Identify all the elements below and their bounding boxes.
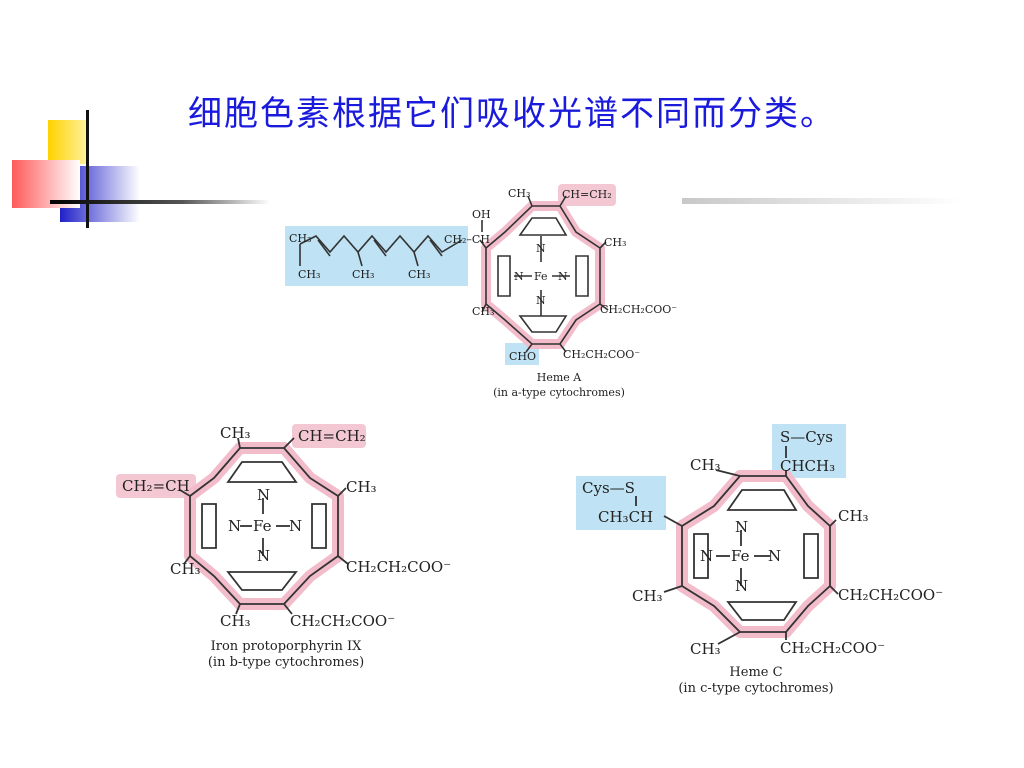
heme-c-ch3-top: CH₃ xyxy=(690,456,721,474)
iron-pp-vinyl-top-highlight xyxy=(292,424,366,448)
heme-c-propionate-1: CH₂CH₂COO⁻ xyxy=(838,586,943,604)
iron-protoporphyrin-structure: CH₃ CH=CH₂ CH₂=CH CH₃ CH₃ CH₂CH₂COO⁻ CH₃… xyxy=(116,424,451,670)
heme-a-vinyl-highlight xyxy=(558,184,616,206)
heme-c-n-left: N xyxy=(700,547,713,565)
heme-c-propionate-2: CH₂CH₂COO⁻ xyxy=(780,639,885,657)
heme-c-n-bottom: N xyxy=(735,577,748,595)
heme-a-propionate-2: CH₂CH₂COO⁻ xyxy=(563,348,640,361)
heme-a-oh: OH xyxy=(472,208,491,221)
heme-a-vinyl: CH=CH₂ xyxy=(562,188,612,201)
iron-pp-vinyl-left: CH₂=CH xyxy=(122,477,190,495)
iron-pp-propionate-2: CH₂CH₂COO⁻ xyxy=(290,612,395,630)
iron-pp-propionate-1: CH₂CH₂COO⁻ xyxy=(346,558,451,576)
heme-a-tail-ch3-c: CH₃ xyxy=(352,268,374,281)
heme-c-thioether-top-highlight xyxy=(772,424,846,478)
heme-a-n-right: N xyxy=(558,270,568,283)
iron-pp-n-bottom: N xyxy=(257,547,270,565)
heme-a-tail-ch3-b: CH₃ xyxy=(298,268,320,281)
iron-pp-n-top: N xyxy=(257,486,270,504)
slide-corner-decoration xyxy=(12,110,270,228)
heme-c-n-right: N xyxy=(768,547,781,565)
heme-c-structure: S—Cys CHCH₃ Cys—S CH₃CH CH₃ CH₃ CH₃ CH₂C… xyxy=(576,424,943,696)
iron-pp-n-right: N xyxy=(289,517,302,535)
heme-c-ch3-bottom: CH₃ xyxy=(690,640,721,658)
heme-a-ch3-left: CH₃ xyxy=(472,305,494,318)
title-underline-right xyxy=(682,198,962,204)
iron-pp-vinyl-left-highlight xyxy=(116,474,196,498)
iron-pp-ch3-left: CH₃ xyxy=(170,560,201,578)
iron-pp-ch3-right: CH₃ xyxy=(346,478,377,496)
heme-a-caption-2: (in a-type cytochromes) xyxy=(493,386,625,399)
iron-pp-vinyl-top: CH=CH₂ xyxy=(298,427,366,445)
heme-a-n-left: N xyxy=(514,270,524,283)
heme-c-ch3-right: CH₃ xyxy=(838,507,869,525)
heme-c-caption-2: (in c-type cytochromes) xyxy=(678,681,833,696)
iron-pp-ch3-top: CH₃ xyxy=(220,424,251,442)
heme-a-n-bottom: N xyxy=(536,294,546,307)
iron-pp-caption-2: (in b-type cytochromes) xyxy=(208,655,364,670)
heme-c-ch3-left: CH₃ xyxy=(632,587,663,605)
heme-a-n-top: N xyxy=(536,242,546,255)
heme-c-cys-s-left: Cys—S xyxy=(582,479,635,497)
iron-pp-caption-1: Iron protoporphyrin IX xyxy=(211,639,363,654)
heme-a-structure: CH₃ CH=CH₂ OH CH₂–CH CH₃ CH₃ CH₂CH₂COO⁻ … xyxy=(285,184,677,399)
heme-c-s-cys-top: S—Cys xyxy=(780,428,833,446)
heme-a-propionate-1: CH₂CH₂COO⁻ xyxy=(600,303,677,316)
heme-a-ch3-top: CH₃ xyxy=(508,187,530,200)
heme-c-chch3-top: CHCH₃ xyxy=(780,457,835,475)
heme-a-cho: CHO xyxy=(509,350,536,363)
heme-c-fe: Fe xyxy=(731,547,750,565)
heme-a-tail-ch3-a: CH₃ xyxy=(289,232,311,245)
heme-a-ch2ch: CH₂–CH xyxy=(444,233,490,246)
heme-c-n-top: N xyxy=(735,518,748,536)
heme-c-thioether-left-highlight xyxy=(576,476,666,530)
heme-a-ch3-right: CH₃ xyxy=(604,236,626,249)
heme-a-fe: Fe xyxy=(534,270,548,283)
slide-title: 细胞色素根据它们吸收光谱不同而分类。 xyxy=(188,94,836,134)
iron-pp-n-left: N xyxy=(228,517,241,535)
iron-pp-fe: Fe xyxy=(253,517,272,535)
heme-a-caption-1: Heme A xyxy=(537,371,583,384)
iron-pp-ch3-bottom: CH₃ xyxy=(220,612,251,630)
heme-c-ch3ch-left: CH₃CH xyxy=(598,508,653,526)
heme-a-tail-ch3-d: CH₃ xyxy=(408,268,430,281)
heme-c-caption-1: Heme C xyxy=(729,665,782,680)
